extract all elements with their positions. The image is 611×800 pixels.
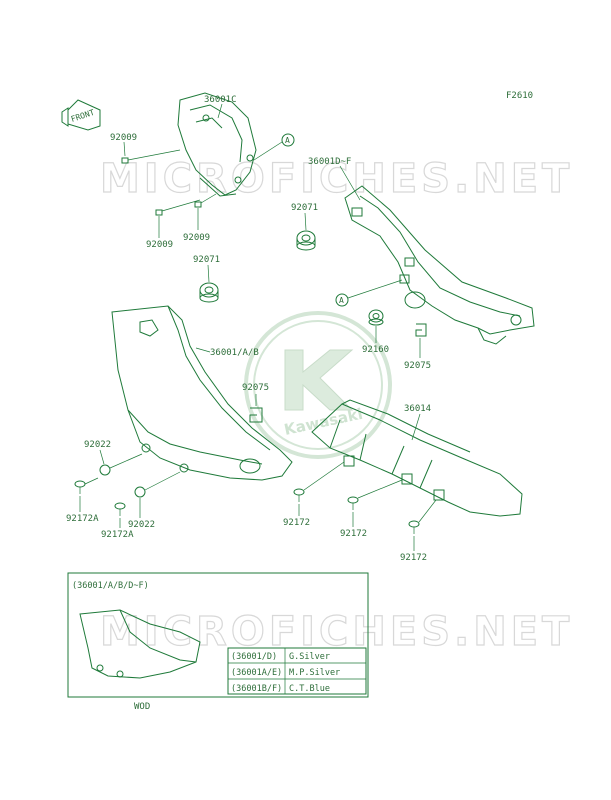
callout-92075-1: 92075: [404, 361, 431, 371]
front-label: FRONT: [70, 108, 96, 124]
washer-92022-left-icon: [99, 453, 143, 476]
grommet-92071-lower-icon: [199, 282, 219, 303]
screw-92172a-right-icon: [114, 502, 126, 516]
part-36001ab-shape: [111, 305, 293, 481]
inset-color-2: M.P.Silver: [289, 668, 340, 678]
part-36001c-shape: [177, 92, 257, 197]
callout-92172-3: 92172: [400, 553, 427, 563]
inset-part-3: (36001B/F): [231, 684, 282, 694]
callout-92172-1: 92172: [283, 518, 310, 528]
screw-92172-mid-icon: [347, 479, 403, 510]
figure-code: F2610: [506, 91, 533, 101]
callout-92160: 92160: [362, 345, 389, 355]
clip-92075-center-icon: [249, 407, 263, 423]
screw-92172-right-icon: [408, 499, 437, 534]
bolt-92009-left-icon: [121, 149, 181, 164]
callout-92022-2: 92022: [128, 520, 155, 530]
callout-36014: 36014: [404, 404, 431, 414]
inset-part-1: (36001/D): [231, 652, 277, 662]
bolt-92009-bottom-b-icon: [194, 193, 217, 208]
bolt-92009-bottom-a-icon: [155, 199, 201, 216]
clip-92075-right-icon: [415, 323, 427, 337]
callout-36001df: 36001D~F: [308, 157, 351, 167]
callout-92009-1: 92009: [110, 133, 137, 143]
callout-92172a-1: 92172A: [66, 514, 99, 524]
grommet-92160-icon: [368, 309, 384, 326]
screw-92172-left-icon: [293, 461, 345, 502]
grommet-92071-upper-icon: [296, 230, 316, 251]
inset-title: (36001/A/B/D~F): [72, 581, 149, 591]
svg-text:A: A: [285, 136, 290, 145]
callout-92075-2: 92075: [242, 383, 269, 393]
callout-92071-1: 92071: [291, 203, 318, 213]
callout-36001ab: 36001/A/B: [210, 348, 259, 358]
inset-color-1: G.Silver: [289, 652, 330, 662]
callout-92172-2: 92172: [340, 529, 367, 539]
svg-text:A: A: [339, 296, 344, 305]
inset-color-3: C.T.Blue: [289, 684, 330, 694]
inset-part-2: (36001A/E): [231, 668, 282, 678]
callout-36001c: 36001C: [204, 95, 237, 105]
front-arrow-icon: FRONT: [61, 99, 101, 131]
inset-box: (36001/A/B/D~F) (36001/D) G.Silver (3600…: [67, 572, 369, 698]
callout-92172a-2: 92172A: [101, 530, 134, 540]
part-36001df-shape: [344, 185, 535, 345]
screw-92172a-left-icon: [74, 477, 99, 494]
callout-92009-3: 92009: [183, 233, 210, 243]
ref-a-top: A: [253, 133, 295, 161]
callout-92022-1: 92022: [84, 440, 111, 450]
callout-92071-2: 92071: [193, 255, 220, 265]
watermark-top: MICROFICHES.NET: [100, 156, 573, 202]
ref-a-mid: A: [335, 279, 403, 307]
callout-92009-2: 92009: [146, 240, 173, 250]
inset-caption: WOD: [134, 702, 150, 712]
washer-92022-right-icon: [134, 471, 181, 498]
part-36014-shape: [311, 399, 523, 517]
